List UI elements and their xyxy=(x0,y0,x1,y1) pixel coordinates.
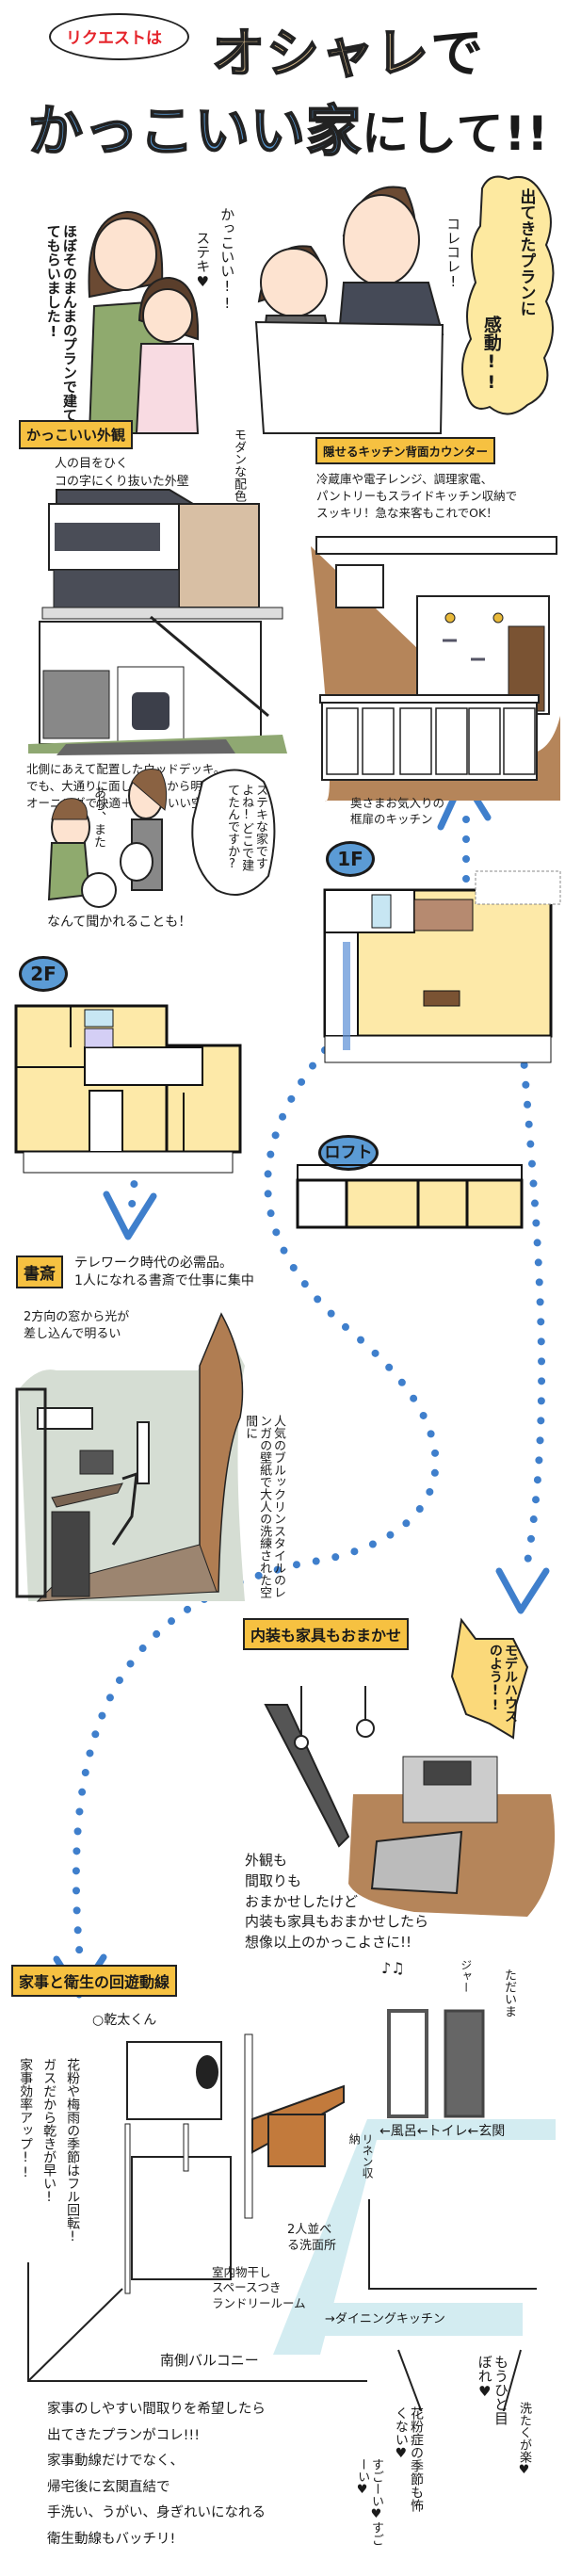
route-entry: ←風呂←トイレ←玄関 xyxy=(379,2124,506,2139)
house-exterior-illustration xyxy=(28,489,287,755)
loft-voids xyxy=(297,1164,523,1228)
arrow-down-icon xyxy=(103,1191,157,1240)
badge-1f: 1F xyxy=(326,841,375,877)
route-1f-to-chores xyxy=(72,1046,440,1963)
neighbor-caption: なんて聞かれることも！ xyxy=(47,915,192,930)
chores-label: 家事と衛生の回遊動線 xyxy=(11,1965,178,1997)
exterior-label: かっこいい外観 xyxy=(19,420,134,449)
title-line-1: オシャレで xyxy=(211,11,485,88)
floorplan-loft xyxy=(296,1178,524,1229)
study-description: テレワーク時代の必需品。 1人になれる書斎で仕事に集中 xyxy=(74,1256,254,1288)
shout-wow: すごーい♥すごーい♥ xyxy=(355,2458,383,2546)
interior-exclaim: モデルハウスのよう!! xyxy=(487,1644,518,1723)
shout-love: もうひと目ぼれ♥ xyxy=(476,2355,509,2425)
title-accent-tan: オシャレ xyxy=(211,23,430,86)
interior-caption: 外観も 間取りも おまかせしたけど 内装も家具もおまかせしたら 想像以上のかっこ… xyxy=(245,1852,429,1951)
dryer-note-2: ガスだから乾きが早い! xyxy=(41,2058,57,2205)
exterior-wall-note: 人の目をひく コの字にくり抜いた外壁 xyxy=(55,457,189,489)
title-tail: にして!! xyxy=(362,106,550,161)
interior-label: 内装も家具もおまかせ xyxy=(243,1618,410,1650)
cloud-text-2: 感動!! xyxy=(480,316,502,393)
linen-storage: リネン収納 xyxy=(347,2133,374,2179)
chores-illustration xyxy=(27,2009,556,2411)
study-label: 書斎 xyxy=(16,1256,63,1288)
title-accent-blue: かっこいい家 xyxy=(27,98,363,164)
mother-caption: ほぼそのまんまのプランで建ててもらいました! xyxy=(44,224,78,422)
dryer-name: ○乾太くん xyxy=(92,2013,157,2028)
request-bubble xyxy=(49,13,189,60)
cloud-text-1: 出てきたプランに xyxy=(516,188,536,316)
to-dining: →ダイニングキッチン xyxy=(325,2312,445,2326)
sound-water: ジャー xyxy=(459,1959,473,1993)
floorplan-2f xyxy=(14,1004,242,1174)
study-illustration xyxy=(15,1312,245,1602)
kitchen-description: 冷蔵庫や電子レンジ、調理家電、 パントリーもスライドキッチン収納で スッキリ！急… xyxy=(316,472,518,521)
badge-2f: 2F xyxy=(19,956,68,992)
kitchen-door-note: 奥さまお気入りの 框扉のキッチン xyxy=(350,796,445,826)
sound-music: ♪♫ xyxy=(381,1959,405,1977)
arrow-down-icon xyxy=(495,1567,550,1614)
father-shout: コレコレ! xyxy=(444,217,462,290)
chores-summary: 家事のしやすい間取りを希望したら 出てきたプランがコレ!!! 家事動線だけでなく… xyxy=(47,2402,266,2547)
laundry-note: 室内物干し スペースつき ランドリールーム xyxy=(212,2265,306,2310)
dryer-note-3: 家事効率アップ!! xyxy=(18,2058,34,2180)
dryer-note-1: 花粉や梅雨の季節はフル回転! xyxy=(65,2058,81,2244)
title-line-2: かっこいい家にして!! xyxy=(27,87,550,166)
balcony: 南側バルコニー xyxy=(160,2352,259,2369)
shout-pollen: 花粉症の季節も怖くない♥ xyxy=(393,2406,424,2512)
route-1f-to-interior xyxy=(519,1042,546,1577)
request-bubble-text: リクエストは xyxy=(66,29,162,48)
study-window-note: 2方向の窓から光が 差し込んで明るい xyxy=(24,1310,130,1341)
neighbor-question: ステキな家ですよね!どこで建てたんですか? xyxy=(225,784,267,871)
kitchen-label: 隠せるキッチン背面カウンター xyxy=(315,437,496,464)
sound-home: ただいま xyxy=(501,1968,516,2017)
boy-shout: かっこいい!! xyxy=(218,207,236,312)
washroom-note: 2人並べる洗面所 xyxy=(287,2223,337,2253)
kitchen-illustration xyxy=(311,536,560,802)
floorplan-1f xyxy=(323,870,561,1063)
family-illustration xyxy=(88,175,555,434)
neighbor-surprised: あら、また xyxy=(90,786,105,848)
girl-shout: ステキ♥ xyxy=(194,231,212,290)
study-wall-note: 人気のブルックリンスタイルのレンガの壁紙で大人の洗練された空間に xyxy=(243,1415,285,1598)
interior-illustration xyxy=(264,1617,556,1917)
shout-laundry: 洗たくが楽♥ xyxy=(516,2402,531,2477)
neighbors-illustration xyxy=(47,769,276,908)
exterior-color-note: モダンな配色 xyxy=(231,429,246,502)
title-tail: で xyxy=(430,24,485,85)
